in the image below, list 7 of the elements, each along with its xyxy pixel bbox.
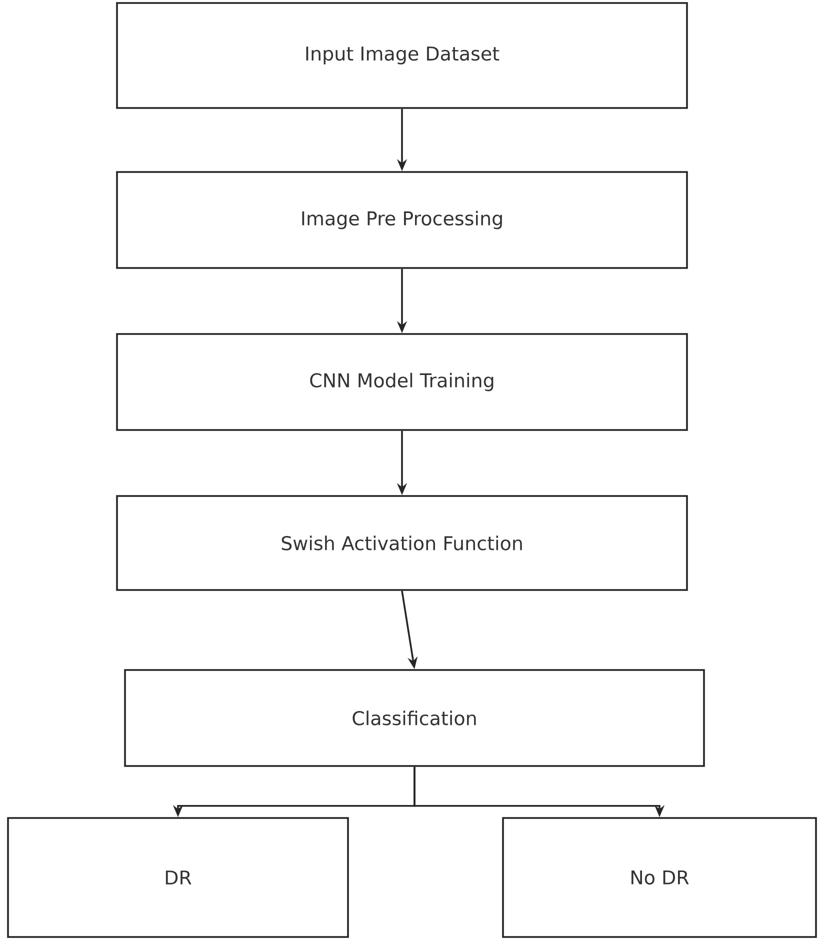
process-box: Image Pre Processing (116, 171, 688, 269)
process-box: Input Image Dataset (116, 2, 688, 109)
process-box: Swish Activation Function (116, 495, 688, 591)
process-box: Classification (124, 669, 705, 767)
process-box: DR (7, 817, 349, 938)
process-box: CNN Model Training (116, 333, 688, 431)
process-box: No DR (502, 817, 817, 938)
